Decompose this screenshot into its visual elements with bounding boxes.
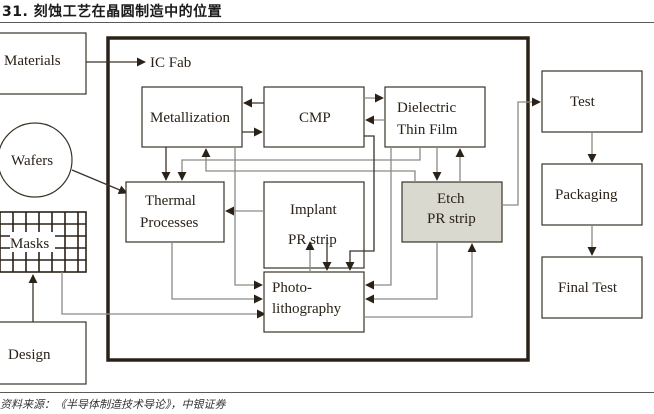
photo-to-etch-arrow [364,243,477,318]
packaging-box [541,163,643,226]
final-test-label: Final Test [558,280,618,296]
thermal-to-photo-arrow [171,242,263,304]
etch-label-line1: Etch [437,191,465,207]
final-test-box [541,256,643,319]
metallization-box [141,86,243,148]
metallization-label: Metallization [150,110,230,126]
cmp-box [263,86,365,148]
photo-label-line2: lithography [272,301,342,317]
metallization-to-photo-arrow [234,147,263,290]
dielectric-to-photo-arrow [365,147,392,290]
etch-to-test-arrow [502,97,541,206]
thermal-label-line2: Processes [140,215,198,231]
ic-fab-boundary [106,36,530,362]
implant-pr-strip-box [263,181,365,269]
masks-grid-icon [0,211,87,273]
dielectric-thin-film-box [384,86,486,148]
wafers-circle [0,122,73,198]
cmp-to-photo-arrow [345,135,375,271]
materials-box [0,32,87,95]
implant-label-line2: PR strip [288,232,337,248]
test-box [541,70,643,133]
dielectric-label-line2: Thin Film [397,122,458,138]
thermal-processes-box [125,181,225,243]
etch-label-line2: PR strip [427,211,476,227]
dielectric-label-line1: Dielectric [397,100,456,116]
implant-label-line1: Implant [290,202,337,218]
title-divider [0,22,654,23]
dielectric-to-thermal-arrow [177,147,421,181]
thermal-label-line1: Thermal [145,193,196,209]
source-note: 资料来源：《半导体制造技术导论》，中银证券 [0,398,226,411]
photo-label-line1: Photo- [272,280,312,296]
wafers-label: Wafers [11,153,53,169]
materials-label: Materials [4,53,61,69]
etch-to-metallization-arrow [201,148,416,182]
etch-to-photo-arrow [365,242,438,304]
cmp-label: CMP [299,110,331,126]
packaging-label: Packaging [555,187,618,203]
ic-fab-label: IC Fab [150,55,191,71]
figure-title: 31. 刻蚀工艺在晶圆制造中的位置 [2,4,223,20]
masks-label: Masks [10,236,49,252]
etch-pr-strip-box [401,181,503,243]
masks-to-photo-arrow [61,272,266,319]
design-box [0,321,87,385]
photolithography-box [263,271,365,333]
wafers-to-thermal-arrow [71,169,128,195]
source-divider [0,392,654,393]
design-label: Design [8,347,51,363]
test-label: Test [570,94,596,110]
